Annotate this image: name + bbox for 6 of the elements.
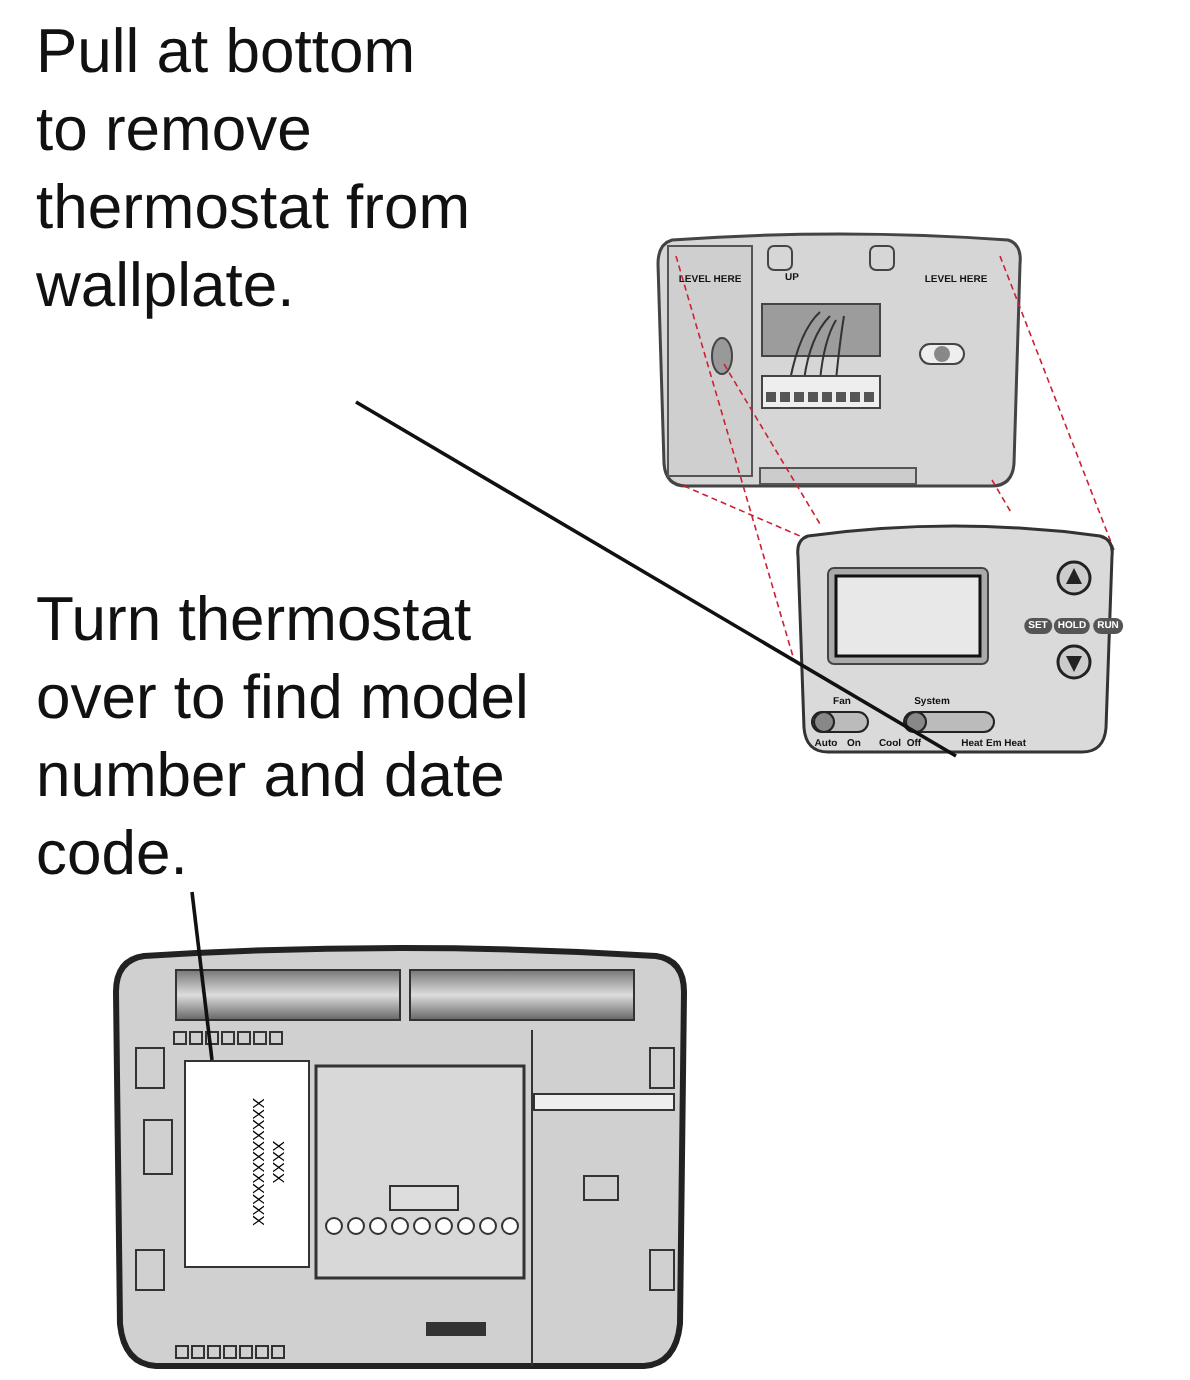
model-label-sticker [184, 1060, 310, 1268]
leader-line [355, 400, 957, 758]
model-number-text: XXXXXXXXXXXX [249, 1097, 267, 1227]
date-code-text: XXXX [269, 1140, 287, 1184]
instruction-text: Turn thermostat over to find model number and date code. [36, 582, 531, 892]
instruction-text: Pull at bottom to remove thermostat from wallplate. [36, 14, 473, 324]
